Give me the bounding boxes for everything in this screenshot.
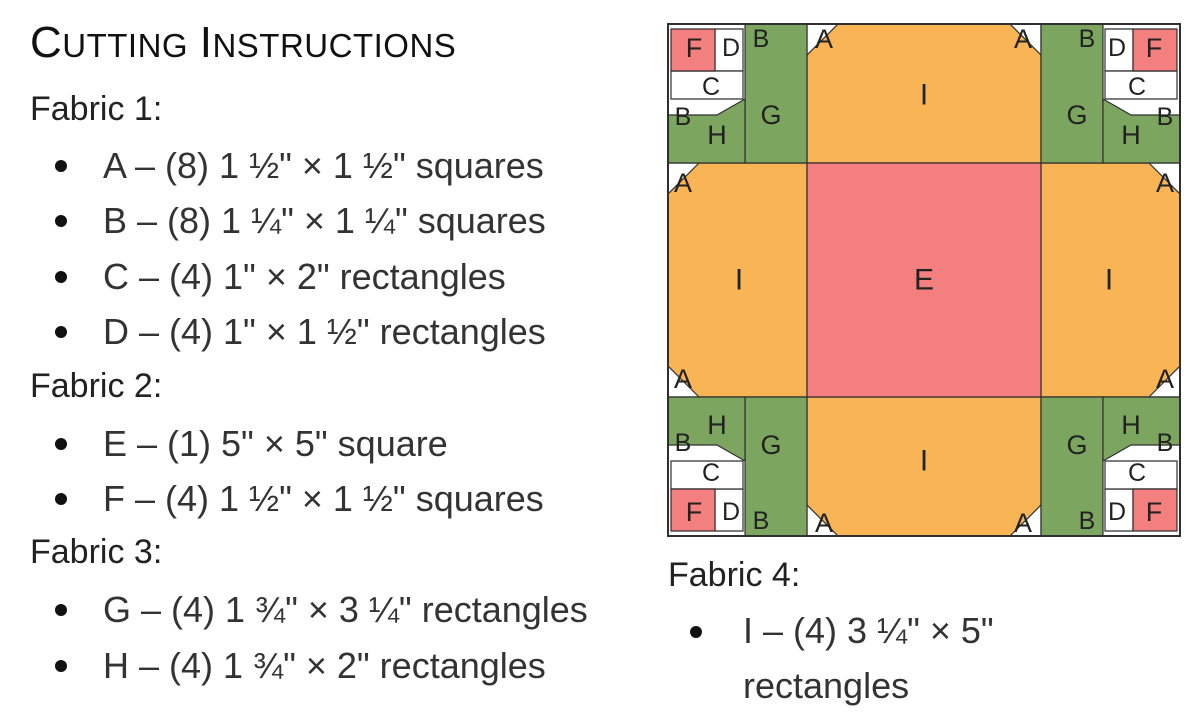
fabric-1-heading: Fabric 1:: [30, 90, 163, 128]
bullet-icon: [55, 660, 67, 672]
label-g-bottom-left: G: [760, 430, 781, 460]
bullet-icon: [55, 160, 67, 172]
piece-c-top-left: [670, 70, 744, 100]
label-a-4: A: [1156, 168, 1174, 198]
label-a-6: A: [1156, 364, 1174, 394]
fabric-1-item-b: B – (8) 1 ¼" × 1 ¼" squares: [103, 200, 546, 241]
bullet-icon: [690, 626, 702, 638]
label-g-bottom-right: G: [1066, 430, 1087, 460]
piece-h-bottom-right: [1102, 396, 1181, 463]
fabric-4-heading: Fabric 4:: [668, 556, 801, 594]
fabric-2-heading: Fabric 2:: [30, 367, 163, 405]
label-c-bottom-left: C: [702, 459, 720, 487]
piece-f-bottom-right: [1132, 488, 1178, 532]
label-h-top-right: H: [1121, 120, 1141, 150]
piece-c-top-right: [1104, 70, 1178, 100]
bullet-icon: [55, 271, 67, 283]
label-b-top-left: B: [675, 103, 692, 131]
fabric-3-item-h: H – (4) 1 ¾" × 2" rectangles: [103, 645, 546, 686]
page-title: CUTTING INSTRUCTIONS: [30, 18, 457, 67]
label-f-top-right: F: [1146, 33, 1163, 63]
label-a-1: A: [815, 24, 833, 54]
label-f-bottom-left: F: [686, 497, 703, 527]
label-a-2: A: [1014, 24, 1032, 54]
label-a-7: A: [815, 508, 833, 537]
bullet-icon: [55, 438, 67, 450]
label-a-3: A: [674, 168, 692, 198]
label-h-top-left: H: [707, 120, 727, 150]
bullet-icon: [55, 326, 67, 338]
label-e: E: [914, 264, 934, 297]
fabric-1-item-d: D – (4) 1" × 1 ½" rectangles: [103, 311, 546, 352]
fabric-4-item-i: I – (4) 3 ¼" × 5": [743, 610, 994, 651]
piece-f-top-left: [670, 28, 716, 72]
label-h-bottom-right: H: [1121, 410, 1141, 440]
bullet-icon: [55, 215, 67, 227]
label-b-top-right: B: [1157, 103, 1174, 131]
label-a-5: A: [674, 364, 692, 394]
label-d-bottom-left: D: [722, 498, 740, 526]
fabric-3-item-g: G – (4) 1 ¾" × 3 ¼" rectangles: [103, 589, 588, 630]
label-c-bottom-right: C: [1128, 459, 1146, 487]
label-b-bottom-right: B: [1157, 429, 1174, 457]
bullet-icon: [55, 493, 67, 505]
label-c-top-left: C: [702, 73, 720, 101]
piece-f-bottom-left: [670, 488, 716, 532]
piece-h-bottom-left: [667, 396, 746, 463]
piece-g-top-left: [744, 23, 808, 164]
piece-g-bottom-right: [1040, 396, 1104, 537]
label-b-bottom-left: B: [675, 429, 692, 457]
label-i-bottom: I: [920, 445, 928, 478]
label-d-top-right: D: [1108, 34, 1126, 62]
label-i-left: I: [735, 264, 743, 297]
fabric-4-item-i-continued: rectangles: [743, 665, 910, 706]
label-b-bottom-left: B: [753, 507, 770, 535]
label-d-bottom-right: D: [1108, 498, 1126, 526]
label-g-top-left: G: [760, 100, 781, 130]
piece-f-top-right: [1132, 28, 1178, 72]
label-i-right: I: [1105, 264, 1113, 297]
piece-g-top-right: [1040, 23, 1104, 164]
fabric-3-heading: Fabric 3:: [30, 533, 163, 571]
label-c-top-right: C: [1128, 73, 1146, 101]
piece-c-bottom-right: [1104, 460, 1178, 490]
label-d-top-left: D: [722, 34, 740, 62]
label-i-top: I: [920, 79, 928, 112]
fabric-1-item-c: C – (4) 1" × 2" rectangles: [103, 256, 506, 297]
label-g-top-right: G: [1066, 100, 1087, 130]
fabric-1-item-a: A – (8) 1 ½" × 1 ½" squares: [103, 145, 544, 186]
diagram-shapes: [667, 23, 1181, 537]
label-b-bottom-right: B: [1079, 507, 1096, 535]
label-f-bottom-right: F: [1146, 497, 1163, 527]
label-b-top-right: B: [1079, 25, 1096, 53]
label-h-bottom-left: H: [707, 410, 727, 440]
fabric-2-item-e: E – (1) 5" × 5" square: [103, 423, 448, 464]
piece-h-top-left: [667, 97, 746, 164]
block-border: [667, 23, 1181, 537]
piece-c-bottom-left: [670, 460, 744, 490]
label-a-8: A: [1014, 508, 1032, 537]
piece-g-bottom-left: [744, 396, 808, 537]
piece-h-top-right: [1102, 97, 1181, 164]
label-f-top-left: F: [686, 33, 703, 63]
label-b-top-left: B: [753, 25, 770, 53]
bullet-icon: [55, 604, 67, 616]
fabric-2-item-f: F – (4) 1 ½" × 1 ½" squares: [103, 478, 544, 519]
